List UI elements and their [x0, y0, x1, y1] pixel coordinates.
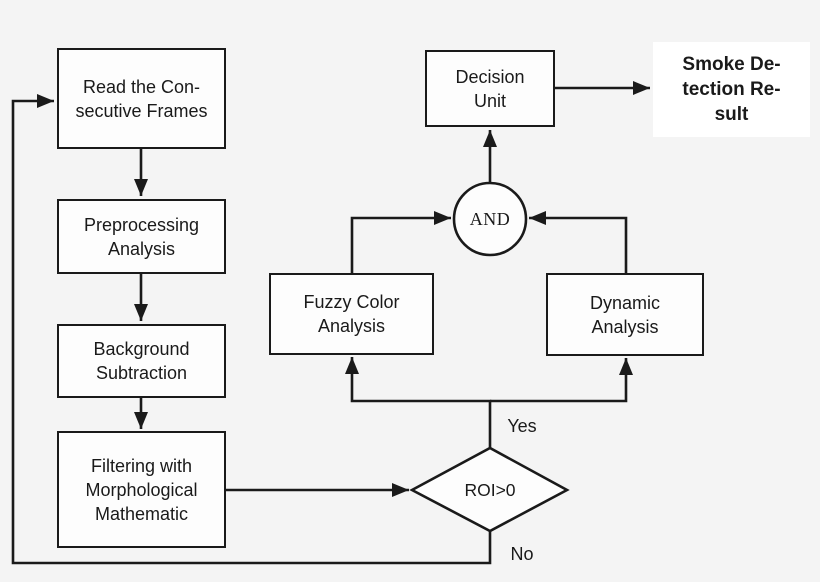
node-label-line: Read the Con- [82, 76, 201, 97]
result-label-line: sult [714, 104, 749, 125]
node-label-line: secutive Frames [75, 100, 208, 121]
node-label-line: Mathematic [94, 503, 189, 524]
edge-label-yes: Yes [507, 415, 537, 436]
node-decision-unit: Decision Unit [425, 50, 555, 127]
node-label-line: Dynamic [589, 292, 660, 313]
node-background-subtraction: Background Subtraction [57, 324, 226, 398]
node-label-line: Analysis [591, 316, 659, 337]
node-dynamic-analysis: Dynamic Analysis [546, 273, 704, 356]
node-label-line: Subtraction [95, 363, 188, 383]
edge-roi-no-feedback-to-read [11, 94, 492, 565]
node-label-line: Background [93, 339, 190, 359]
node-label-line: Preprocessing [83, 214, 200, 235]
node-label-line: Fuzzy Color [303, 292, 400, 312]
roi-condition-label: ROI>0 [464, 479, 516, 500]
node-label-line: Unit [473, 90, 506, 111]
edge-label-no: No [510, 543, 534, 564]
roi-decision-diamond [409, 446, 570, 533]
smoke-detection-result-label: Smoke De- tection Re- sult [653, 42, 810, 137]
and-gate-label: AND [469, 208, 511, 229]
node-label-line: Decision [455, 66, 525, 87]
node-filtering-morphological: Filtering with Morphological Mathematic [57, 431, 226, 548]
node-preprocessing-analysis: Preprocessing Analysis [57, 199, 226, 274]
node-label-line: Filtering with [90, 455, 193, 476]
edge-dynamic-to-and [529, 211, 628, 273]
node-label-line: Analysis [317, 316, 386, 336]
result-label-line: tection Re- [682, 79, 781, 100]
edge-roi-yes-to-dynamic [490, 358, 633, 403]
and-gate-circle [452, 181, 528, 257]
edge-roi-yes-to-fuzzy [345, 357, 492, 449]
node-fuzzy-color-analysis: Fuzzy Color Analysis [269, 273, 434, 355]
node-label-line: Morphological [85, 479, 198, 500]
node-label-line: Analysis [107, 238, 176, 259]
result-label-line: Smoke De- [682, 54, 781, 75]
edge-fuzzy-to-and [350, 211, 451, 273]
node-read-consecutive-frames: Read the Con- secutive Frames [57, 48, 226, 149]
